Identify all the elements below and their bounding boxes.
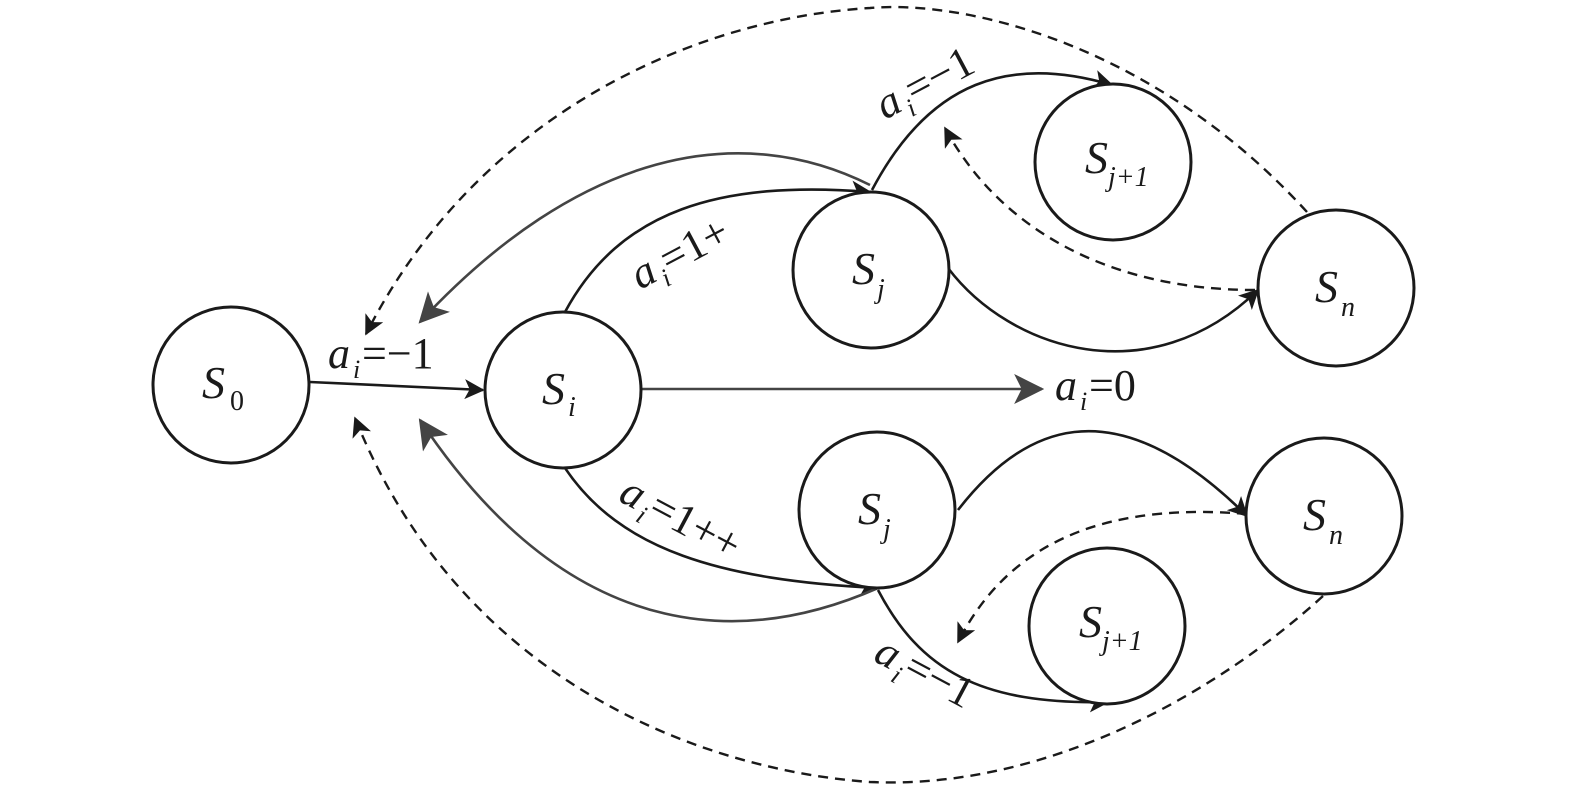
node-sj1-bot: S j+1 bbox=[1027, 546, 1187, 706]
edge-sn-bot-dashed-long bbox=[352, 416, 1324, 784]
edge-sn-top-dashed-long bbox=[364, 5, 1308, 336]
svg-text:=0: =0 bbox=[1089, 361, 1136, 410]
svg-text:0: 0 bbox=[230, 386, 244, 417]
edge-s0-si bbox=[309, 379, 485, 400]
edge-si-sj-top bbox=[563, 180, 872, 313]
label-sj-sj1-top: a i =−1 bbox=[867, 36, 982, 128]
node-sn-bot: S n bbox=[1244, 436, 1404, 596]
edge-si-sj-bot bbox=[563, 467, 880, 598]
svg-text:S: S bbox=[542, 363, 565, 414]
svg-text:i: i bbox=[568, 392, 576, 423]
svg-text:n: n bbox=[1329, 520, 1343, 551]
edge-sj-top-si-return bbox=[418, 152, 871, 324]
svg-text:j+1: j+1 bbox=[1105, 162, 1149, 193]
node-sj-top: S j bbox=[791, 190, 951, 350]
node-si: S i bbox=[483, 310, 643, 470]
edge-sj-sj1-bot bbox=[876, 589, 1110, 713]
edge-sj-sn-bot bbox=[956, 429, 1249, 518]
svg-text:=1++: =1++ bbox=[641, 481, 749, 570]
node-sj1-top: S j+1 bbox=[1033, 82, 1193, 242]
svg-text:=−1: =−1 bbox=[896, 641, 982, 718]
svg-text:j: j bbox=[880, 514, 891, 545]
edge-sn-top-dashed-short bbox=[943, 126, 1256, 292]
node-s0: S 0 bbox=[151, 305, 311, 465]
svg-text:j+1: j+1 bbox=[1099, 626, 1143, 657]
svg-text:S: S bbox=[1079, 596, 1102, 647]
label-si-sj-bot: a i =1++ bbox=[612, 466, 749, 570]
label-si-zero: a i =0 bbox=[1055, 361, 1136, 416]
svg-text:S: S bbox=[202, 357, 225, 408]
svg-text:=−1: =−1 bbox=[362, 329, 434, 378]
svg-text:S: S bbox=[858, 483, 881, 534]
edge-sj-sj1-top bbox=[870, 70, 1114, 191]
label-sj-sj1-bot: a i =−1 bbox=[867, 626, 982, 718]
svg-text:S: S bbox=[1315, 261, 1338, 312]
svg-text:n: n bbox=[1341, 292, 1355, 323]
svg-text:a: a bbox=[1055, 361, 1077, 410]
edge-sj-bot-si-return bbox=[418, 418, 879, 623]
node-sj-bot: S j bbox=[797, 430, 957, 590]
edge-sn-bot-dashed-short bbox=[956, 510, 1248, 644]
svg-text:S: S bbox=[1303, 489, 1326, 540]
label-si-sj-top: a i =1+ bbox=[622, 206, 737, 298]
svg-text:i: i bbox=[1080, 387, 1087, 416]
edge-sj-sn-top bbox=[946, 267, 1260, 353]
svg-text:S: S bbox=[852, 243, 875, 294]
svg-text:a: a bbox=[328, 329, 350, 378]
svg-text:i: i bbox=[353, 355, 360, 384]
label-s0-si: a i =−1 bbox=[328, 329, 434, 384]
svg-text:S: S bbox=[1085, 132, 1108, 183]
svg-text:j: j bbox=[874, 274, 885, 305]
node-sn-top: S n bbox=[1256, 208, 1416, 368]
